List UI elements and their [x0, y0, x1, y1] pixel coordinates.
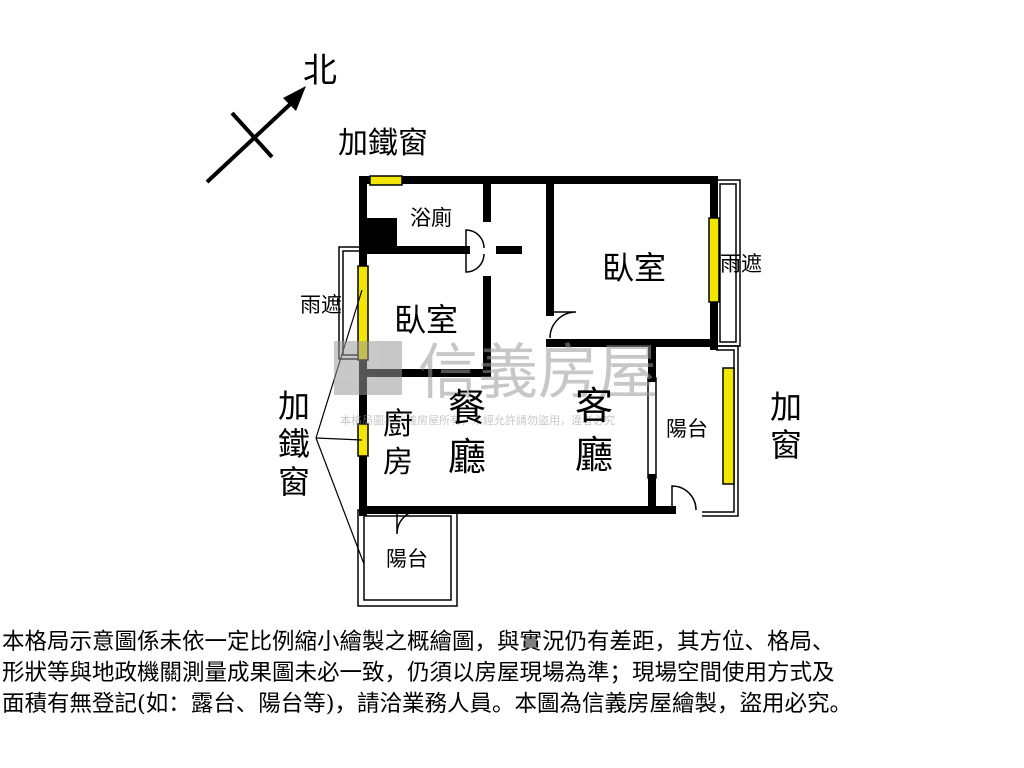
disclaimer-line-3: 面積有無登記(如：露台、陽台等)，請洽業務人員。本圖為信義房屋繪製，盜用必究。	[2, 691, 853, 717]
label-balcony-bottom: 陽台	[386, 547, 428, 571]
label-iron-window-top: 加鐵窗	[338, 126, 428, 161]
floor-plan: 北	[205, 51, 802, 607]
label-dining-1: 餐	[448, 386, 486, 430]
disclaimer: 本格局示意圖係未依一定比例縮小繪製之概繪圖，與實況仍有差距，其方位、格局、 形狀…	[2, 627, 1022, 720]
north-label: 北	[303, 51, 337, 91]
watermark-note: 本格局圖為信義房屋所有，未經允許請勿盜用，違者必究	[340, 413, 615, 427]
label-balcony-right: 陽台	[666, 417, 708, 441]
north-compass-icon	[205, 86, 306, 184]
label-add-window-2: 窗	[770, 426, 802, 464]
label-living-2: 廳	[575, 433, 613, 477]
label-dining-2: 廳	[448, 435, 486, 479]
windows	[357, 175, 735, 485]
label-iron-window-left-2: 鐵	[278, 425, 310, 463]
label-living-1: 客	[575, 384, 613, 428]
disclaimer-line-2: 形狀等與地政機關測量成果圖未必一致，仍須以房屋現場為準；現場空間使用方式及	[2, 660, 835, 686]
watermark-brand: 信義房屋	[418, 338, 658, 408]
door-swings	[396, 229, 697, 535]
label-kitchen-1: 廚	[383, 407, 413, 442]
watermark-logo-icon	[334, 341, 402, 395]
label-add-window-1: 加	[770, 388, 802, 426]
label-iron-window-left-1: 加	[278, 387, 310, 425]
label-kitchen-2: 房	[383, 445, 413, 480]
label-canopy-right: 雨遮	[720, 252, 762, 276]
label-canopy-left: 雨遮	[300, 293, 342, 317]
disclaimer-line-1: 本格局示意圖係未依一定比例縮小繪製之概繪圖，與實況仍有差距，其方位、格局、	[2, 629, 835, 655]
duct-block	[363, 218, 397, 250]
label-iron-window-left-3: 窗	[278, 463, 310, 501]
label-bedroom-right: 臥室	[602, 249, 666, 287]
label-bedroom-left: 臥室	[394, 301, 458, 339]
watermark: 信義房屋 本格局圖為信義房屋所有，未經允許請勿盜用，違者必究	[334, 338, 658, 427]
leader-lines	[315, 289, 365, 565]
label-bath: 浴廁	[410, 206, 452, 230]
